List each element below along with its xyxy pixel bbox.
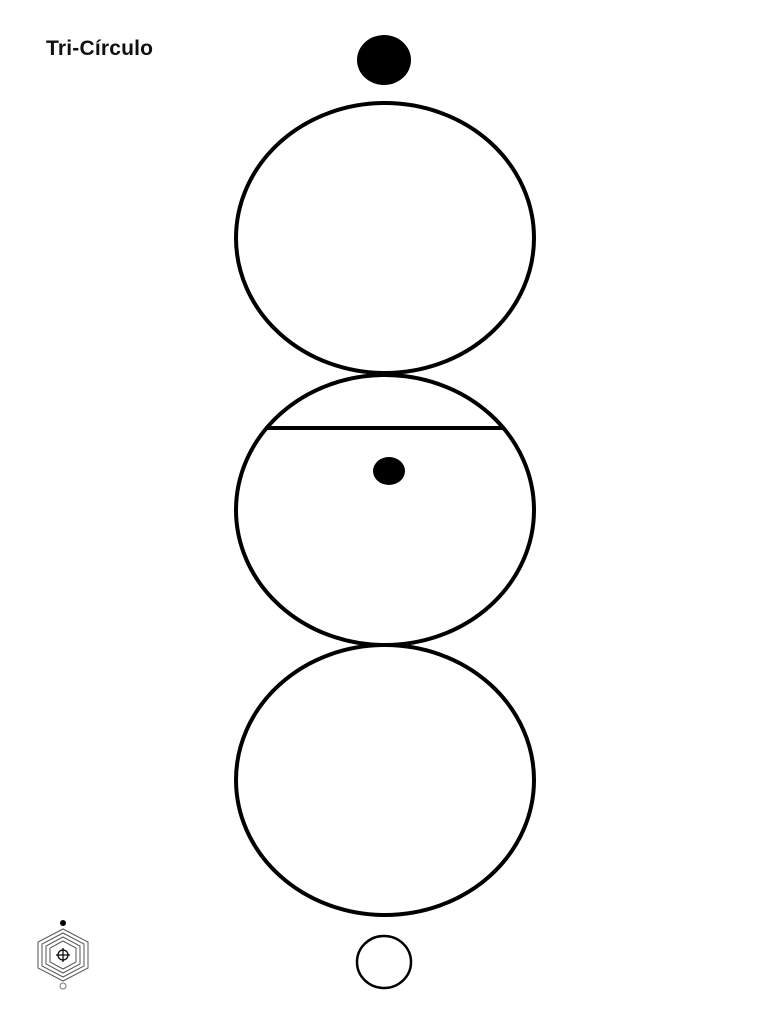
logo-hexagon-ring-4 — [49, 940, 77, 970]
logo-hexagon-ring-2 — [41, 932, 85, 978]
upper-circle — [234, 101, 536, 375]
lower-circle — [234, 643, 536, 917]
middle-circle — [234, 373, 536, 647]
logo-top-dot — [60, 920, 66, 926]
middle-circle-dot — [373, 457, 405, 485]
logo-hexagon-ring-3 — [45, 936, 81, 974]
logo-bottom-ring — [59, 982, 67, 990]
top-filled-dot — [357, 35, 411, 85]
hexagon-crosshair-logo — [37, 920, 89, 990]
bottom-hollow-circle — [355, 934, 413, 990]
page-title: Tri-Círculo — [46, 37, 154, 60]
logo-hexagon-outer — [37, 928, 89, 982]
